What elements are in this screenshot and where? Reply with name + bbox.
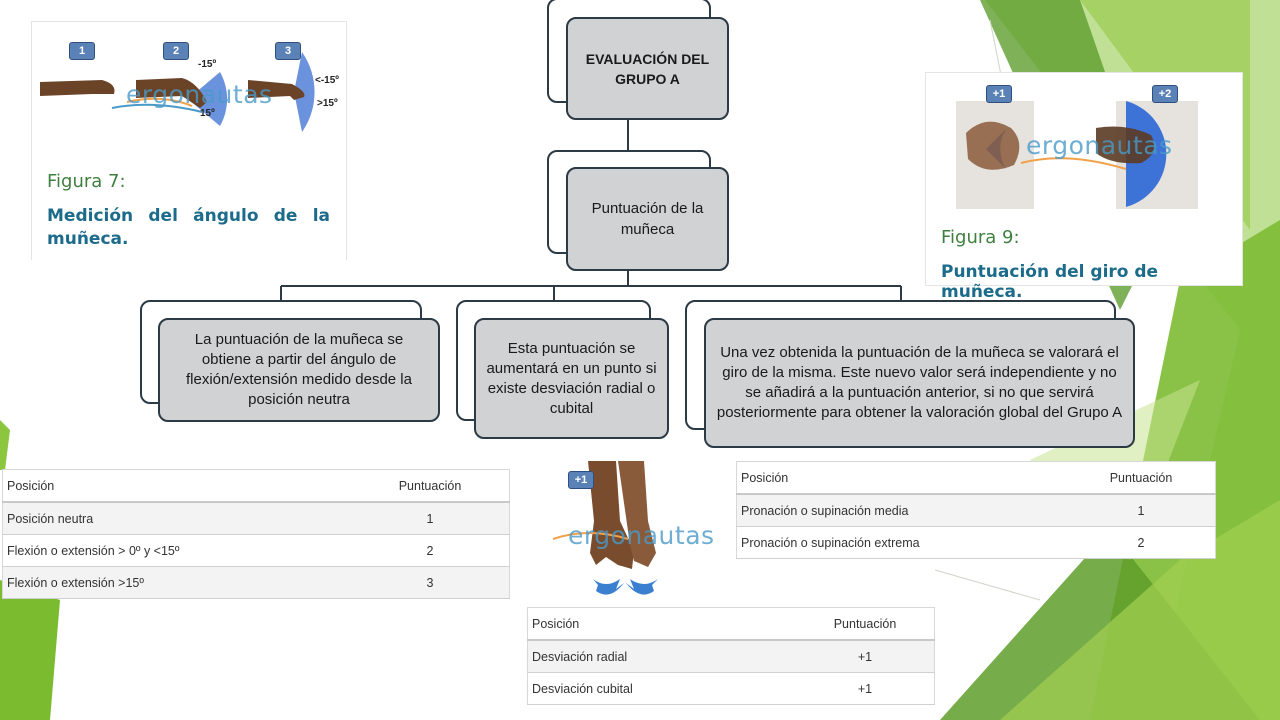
table-cell: 2 xyxy=(351,534,510,567)
angle-label-lt-minus15: <-15º xyxy=(315,75,339,86)
column-header-score: Puntuación xyxy=(1067,461,1216,495)
figure-7-title-text: Medición del ángulo de la muñeca. xyxy=(47,206,330,249)
table-row: Posición neutra 1 xyxy=(2,502,510,535)
table-cell: 1 xyxy=(351,502,510,535)
deviation-figure: +1 ergonautas xyxy=(548,461,714,601)
table-row: Pronación o supinación extrema 2 xyxy=(736,526,1216,559)
table-header-row: Posición Puntuación xyxy=(2,469,510,503)
figure-7-panel: 1 2 3 -15º 15º <-15º >15º ergonautas Fig… xyxy=(31,21,347,260)
level2-node-text: Puntuación de la muñeca xyxy=(591,200,704,238)
table-cell: Flexión o extensión >15º xyxy=(2,566,351,599)
table-cell: Desviación cubital xyxy=(527,672,796,705)
child1-node: La puntuación de la muñeca se obtiene a … xyxy=(158,318,440,422)
root-node-text: EVALUACIÓN DEL GRUPO A xyxy=(585,50,710,87)
badge-3: 3 xyxy=(275,42,301,60)
badge-plus1-twist: +1 xyxy=(986,85,1012,103)
level2-node: Puntuación de la muñeca xyxy=(566,167,729,271)
child1-node-text: La puntuación de la muñeca se obtiene a … xyxy=(186,331,412,408)
wrist-twist-table: Posición Puntuación Pronación o supinaci… xyxy=(736,461,1216,559)
root-node: EVALUACIÓN DEL GRUPO A xyxy=(566,17,729,120)
wrist-twist-illustration xyxy=(956,101,1198,209)
figure-9-panel: +1 +2 ergonautas Figura 9: Puntuación de… xyxy=(925,72,1243,302)
column-header-position: Posición xyxy=(527,607,796,641)
angle-label-minus15: -15º xyxy=(198,59,217,70)
figure-7-title: Medición del ángulo de la muñeca. xyxy=(47,205,330,251)
hands-deviation-illustration xyxy=(552,461,658,595)
ergonautas-watermark: ergonautas xyxy=(568,521,715,550)
table-cell: Flexión o extensión > 0º y <15º xyxy=(2,534,351,567)
column-header-position: Posición xyxy=(736,461,1067,495)
table-cell: Desviación radial xyxy=(527,640,796,673)
table-cell: 3 xyxy=(351,566,510,599)
child2-node-text: Esta puntuación se aumentará en un punto… xyxy=(486,339,657,417)
table-row: Flexión o extensión > 0º y <15º 2 xyxy=(2,534,510,567)
table-row: Desviación radial +1 xyxy=(527,640,935,673)
table-cell: Pronación o supinación media xyxy=(736,494,1067,527)
table-header-row: Posición Puntuación xyxy=(736,461,1216,495)
table-header-row: Posición Puntuación xyxy=(527,607,935,641)
badge-plus1-deviation: +1 xyxy=(568,471,594,489)
badge-2: 2 xyxy=(163,42,189,60)
badge-plus2-twist: +2 xyxy=(1152,85,1178,103)
figure-7-label: Figura 7: xyxy=(47,171,126,192)
child3-node: Una vez obtenida la puntuación de la muñ… xyxy=(704,318,1135,448)
wrist-deviation-table: Posición Puntuación Desviación radial +1… xyxy=(527,607,935,705)
wrist-position-table: Posición Puntuación Posición neutra 1 Fl… xyxy=(2,469,510,599)
wrist-angle-illustration xyxy=(40,52,315,132)
angle-label-15: 15º xyxy=(200,108,215,119)
figure-9-title: Puntuación del giro de muñeca. xyxy=(941,262,1159,302)
column-header-score: Puntuación xyxy=(351,469,510,503)
ergonautas-watermark: ergonautas xyxy=(1026,131,1173,160)
column-header-score: Puntuación xyxy=(796,607,935,641)
child3-node-text: Una vez obtenida la puntuación de la muñ… xyxy=(716,344,1123,421)
table-cell: Posición neutra xyxy=(2,502,351,535)
table-cell: Pronación o supinación extrema xyxy=(736,526,1067,559)
badge-1: 1 xyxy=(69,42,95,60)
angle-label-gt15: >15º xyxy=(317,98,338,109)
table-row: Desviación cubital +1 xyxy=(527,672,935,705)
figure-9-label: Figura 9: xyxy=(941,227,1020,248)
table-cell: 1 xyxy=(1067,494,1216,527)
table-row: Flexión o extensión >15º 3 xyxy=(2,566,510,599)
column-header-position: Posición xyxy=(2,469,351,503)
ergonautas-watermark: ergonautas xyxy=(126,80,273,109)
table-row: Pronación o supinación media 1 xyxy=(736,494,1216,527)
table-cell: +1 xyxy=(796,672,935,705)
child2-node: Esta puntuación se aumentará en un punto… xyxy=(474,318,669,439)
table-cell: 2 xyxy=(1067,526,1216,559)
table-cell: +1 xyxy=(796,640,935,673)
